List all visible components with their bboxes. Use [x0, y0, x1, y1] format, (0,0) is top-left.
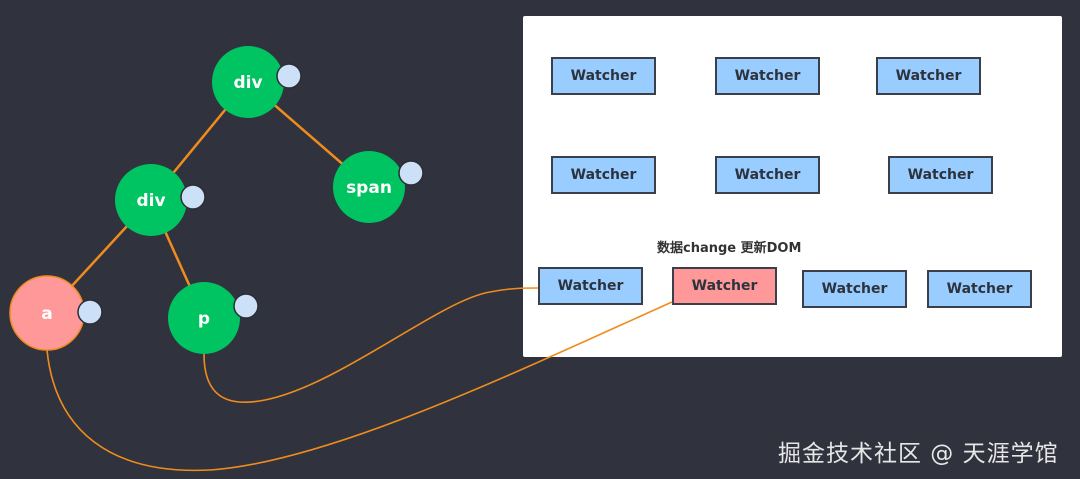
watcher-label: Watcher [691, 278, 758, 294]
watcher-box: Watcher [715, 57, 820, 95]
tree-node-child-div: div [115, 164, 206, 236]
watcher-box: Watcher [538, 267, 643, 305]
watcher-label: Watcher [821, 281, 888, 297]
watcher-box: Watcher [802, 270, 907, 308]
watcher-label: Watcher [734, 68, 801, 84]
tree-node-root: div [212, 46, 302, 118]
tree-node-span: span [333, 151, 424, 223]
node-circle [333, 151, 405, 223]
node-label: span [346, 178, 392, 198]
watcher-label: Watcher [570, 68, 637, 84]
watcher-label: Watcher [557, 278, 624, 294]
node-label: p [198, 309, 210, 329]
watcher-box: Watcher [551, 57, 656, 95]
tree-node-a: a [9, 275, 103, 351]
dep-dot [276, 63, 302, 89]
node-label: a [41, 304, 52, 324]
tree-node-p: p [168, 282, 259, 354]
node-circle [115, 164, 187, 236]
watcher-box: Watcher [551, 156, 656, 194]
watcher-label: Watcher [946, 281, 1013, 297]
node-label: div [136, 191, 165, 211]
watcher-box: Watcher [876, 57, 981, 95]
dep-dot [180, 184, 206, 210]
watcher-box: Watcher [715, 156, 820, 194]
dep-dot [398, 160, 424, 186]
watermark: 掘金技术社区 @ 天涯学馆 [778, 441, 1059, 467]
dep-dot [77, 299, 103, 325]
watcher-label: Watcher [734, 167, 801, 183]
watcher-label: Watcher [895, 68, 962, 84]
watcher-label: Watcher [570, 167, 637, 183]
watcher-box: Watcher [888, 156, 993, 194]
update-note: 数据change 更新DOM [657, 241, 802, 256]
node-circle [212, 46, 284, 118]
watcher-box-active: Watcher [672, 267, 777, 305]
node-label: div [233, 73, 262, 93]
watcher-box: Watcher [927, 270, 1032, 308]
watcher-label: Watcher [907, 167, 974, 183]
dep-dot [233, 293, 259, 319]
